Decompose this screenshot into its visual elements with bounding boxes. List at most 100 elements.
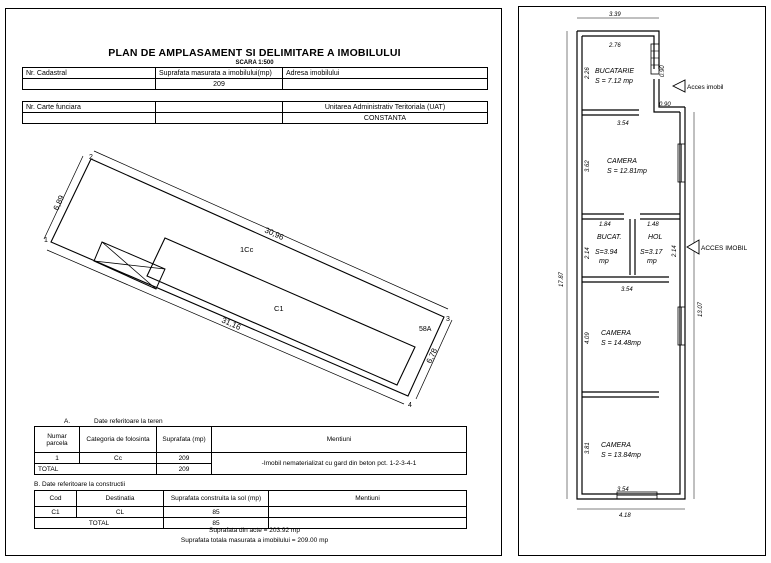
lot-outline (50, 158, 445, 397)
hol-name: HOL (648, 234, 663, 241)
dim-cam1-w: 3.54 (617, 121, 629, 127)
dim-top-outer: 3.39 (609, 12, 621, 18)
dim-total-right: 13.07 (698, 301, 704, 317)
floor-plan-drawing: 3.39 2.76 2.26 0.90 3.54 3.62 1.84 1.48 … (559, 12, 748, 519)
plan-scale: SCARA 1:500 (235, 60, 274, 66)
uat-table: Nr. Carte funciara Unitarea Administrati… (22, 101, 488, 124)
col-numar-parcela: Numar parcela (34, 426, 80, 453)
bucatarie-name: BUCATARIE (595, 68, 634, 75)
corner-3-label: 3 (446, 316, 450, 323)
total-value: 209 (156, 463, 212, 475)
bucat-unit: mp (599, 258, 609, 265)
top-wall (577, 30, 660, 69)
stair-block (650, 43, 660, 75)
label-1cc: 1Cc (240, 245, 254, 254)
total-label: TOTAL (34, 463, 157, 475)
dim-cam3-bottom: 3.54 (617, 487, 629, 493)
camera2-name: CAMERA (601, 330, 631, 337)
camera3-name: CAMERA (601, 442, 631, 449)
carte-funciara-value (155, 101, 283, 113)
access-arrow-icon (686, 239, 700, 255)
bucat-area: S=3.94 (595, 249, 617, 256)
dim-buc-right: 0.90 (660, 65, 666, 77)
row-suprafata: 209 (156, 452, 212, 464)
top-wall (582, 35, 655, 69)
corner-2-label: 2 (89, 154, 93, 161)
dim-right-label: 6,78 (425, 346, 440, 364)
plan-title: PLAN DE AMPLASAMENT SI DELIMITARE A IMOB… (108, 47, 401, 59)
section-a-table: Numar parcela Categoria de folosinta Sup… (34, 426, 467, 475)
dim-door: 0.90 (659, 102, 671, 108)
empty-cell (22, 112, 156, 124)
row-parcela: 1 (34, 452, 80, 464)
site-plan-sheet: PLAN DE AMPLASAMENT SI DELIMITARE A IMOB… (5, 8, 502, 556)
col-destinatia: Destinatia (76, 490, 164, 507)
dim-bottom-outer: 4.18 (619, 513, 631, 519)
access-arrow-icon (671, 79, 686, 93)
adresa-label: Adresa imobilului (282, 67, 488, 79)
suprafata-value: 209 (155, 78, 283, 90)
dim-line-left (43, 155, 84, 240)
outer-wall (581, 36, 681, 495)
bucatarie-area: S = 7.12 mp (595, 78, 633, 85)
label-c1: C1 (274, 304, 284, 313)
annex-cross (101, 241, 157, 290)
col-cod: Cod (34, 490, 77, 507)
kitchen-right-wall (653, 79, 680, 113)
dim-total-left: 17.87 (559, 271, 565, 287)
row-cod: C1 (34, 506, 77, 518)
section-b-title: B. Date referitoare la constructii (34, 481, 126, 488)
header-table: Nr. Cadastral Suprafata masurata a imobi… (22, 67, 488, 90)
dim-cam2-w: 3.54 (621, 287, 633, 293)
suprafata-label: Suprafata masurata a imobilului(mp) (155, 67, 283, 79)
col-suprafata: Suprafata (mp) (156, 426, 212, 453)
corner-4-label: 4 (408, 402, 412, 409)
dim-hol-h: 2.14 (672, 245, 678, 258)
dim-line-bottom (46, 249, 405, 405)
suprafata-acte: Suprafata din acte = 203.92 mp (209, 527, 300, 534)
section-a-letter: A. (64, 418, 71, 425)
empty-cell (155, 112, 283, 124)
camera3-area: S = 13.84mp (601, 452, 641, 459)
col-suprafata-constructie: Suprafata construita la sol (mp) (163, 490, 269, 507)
access-label-2: ACCES IMOBIL (701, 245, 748, 252)
dim-cam2-h: 4.09 (585, 332, 591, 344)
row-categoria: Cc (79, 452, 157, 464)
row-mentiuni-b (268, 506, 467, 518)
camera1-name: CAMERA (607, 158, 637, 165)
carte-funciara-label: Nr. Carte funciara (22, 101, 156, 113)
dim-top-inner: 2.76 (608, 43, 621, 49)
dim-cam3-h: 3.81 (585, 442, 591, 454)
empty-cell (268, 517, 467, 529)
suprafata-totala: Suprafata totala masurata a imobilului =… (180, 537, 329, 544)
uat-value: CONSTANTA (282, 112, 488, 124)
section-a-title: Date referitoare la teren (94, 418, 163, 425)
dim-top-label: 30,96 (263, 226, 285, 243)
col-categoria: Categoria de folosinta (79, 426, 157, 453)
access-label-1: Acces imobil (687, 84, 724, 91)
row-suprafata-c: 85 (163, 506, 269, 518)
row-destinatia: CL (76, 506, 164, 518)
annex-cross (93, 260, 166, 270)
dim-bucat2-h: 2.14 (585, 247, 591, 260)
hol-area: S=3.17 (640, 249, 663, 256)
adresa-value (282, 78, 488, 90)
label-58a: 58A (419, 326, 432, 333)
total-b-label: TOTAL (34, 517, 164, 529)
dim-buc-h: 2.26 (585, 67, 591, 80)
dim-cam1-h: 3.62 (585, 160, 591, 172)
row-mentiuni: -Imobil nematerializat cu gard din beton… (211, 452, 467, 475)
nr-cadastral-value (22, 78, 156, 90)
total-b-value: 85 (163, 517, 269, 529)
site-drawing: 6,89 30,96 31,16 6,78 1 2 3 4 1Cc C1 58A (43, 150, 453, 409)
camera1-area: S = 12.81mp (607, 168, 647, 175)
camera2-area: S = 14.48mp (601, 340, 641, 347)
col-mentiuni-b: Mentiuni (268, 490, 467, 507)
bucat-name: BUCAT. (597, 234, 622, 241)
section-b-table: Cod Destinatia Suprafata construita la s… (34, 490, 467, 529)
corner-1-label: 1 (44, 237, 48, 244)
dim-line-top (93, 150, 449, 310)
floor-plan-sheet: 3.39 2.76 2.26 0.90 3.54 3.62 1.84 1.48 … (518, 6, 766, 556)
dim-hol-w: 1.48 (647, 222, 659, 228)
dim-line-right (415, 319, 453, 400)
